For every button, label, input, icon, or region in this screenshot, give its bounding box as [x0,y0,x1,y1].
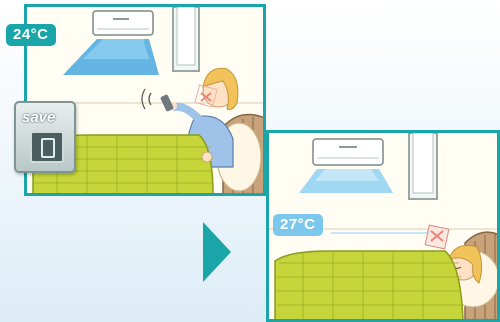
air-conditioner [92,10,154,36]
temperature-badge-after: 27°C [273,214,323,236]
remote-control-icon: save [14,101,76,173]
scene-after-illustration [269,133,497,319]
blanket [274,250,464,319]
remote-save-label: save [22,109,56,126]
temperature-badge-before: 24°C [6,24,56,46]
scene-before-illustration [27,7,263,193]
air-conditioner [312,138,384,166]
scene-before [24,4,266,196]
arrow-right-icon [203,222,231,282]
blanket [32,134,214,193]
remote-display [30,131,64,163]
